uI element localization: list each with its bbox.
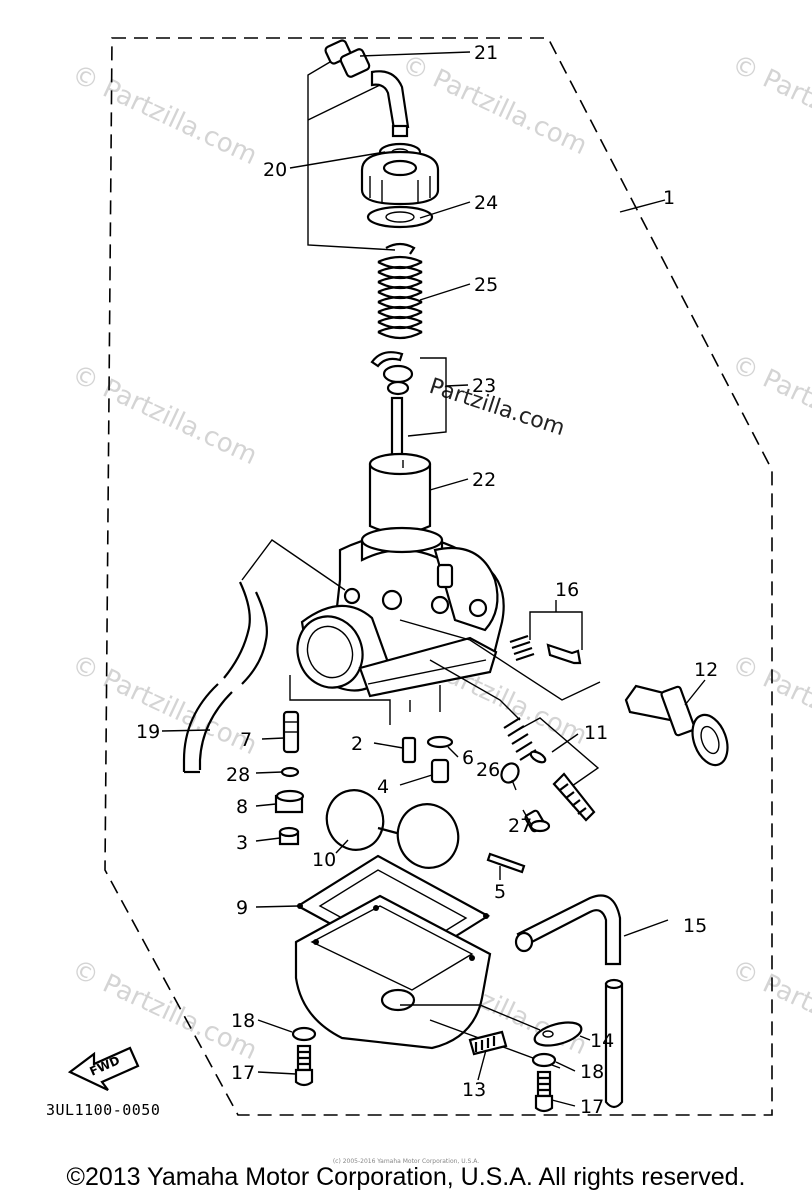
pilot-screw-16 [509, 600, 583, 665]
callout-10: 10 [312, 849, 336, 871]
callout-5: 5 [494, 881, 506, 903]
callout-1: 1 [663, 187, 675, 209]
watermark-text: © Partzilla.com [67, 59, 262, 171]
callout-2: 2 [351, 733, 363, 755]
watermark-text: © Partzilla.com [727, 349, 812, 461]
assembly-line [289, 675, 391, 725]
callout-12: 12 [694, 659, 718, 681]
throttle-cable-group [307, 39, 447, 462]
assembly-line [399, 619, 601, 701]
callout-11: 11 [584, 722, 608, 744]
assembly-line [241, 539, 346, 591]
callout-labels: 1 2 3 4 5 6 7 8 9 10 11 12 13 14 15 16 1… [136, 42, 718, 1118]
callout-25: 25 [474, 274, 498, 296]
throttle-slide [368, 452, 432, 535]
diagram-code: 3UL1100-0050 [46, 1101, 161, 1119]
float-10 [325, 789, 526, 874]
leader-1 [619, 199, 666, 213]
callout-14: 14 [590, 1030, 614, 1052]
copyright-footer: ©2013 Yamaha Motor Corporation, U.S.A. A… [66, 1163, 746, 1191]
float-bowl [294, 894, 492, 1050]
callout-18a: 18 [231, 1010, 255, 1032]
callout-16: 16 [555, 579, 579, 601]
callout-22: 22 [472, 469, 496, 491]
callout-13: 13 [462, 1079, 486, 1101]
callout-6: 6 [462, 747, 474, 769]
assembly-line [400, 1004, 541, 1031]
drain-hose-15 [514, 894, 669, 1109]
callout-17a: 17 [231, 1062, 255, 1084]
callout-19: 19 [136, 721, 160, 743]
hardware-13-14-17-18 [291, 1021, 583, 1113]
fine-print: (c) 2005-2016 Yamaha Motor Corporation, … [332, 1158, 480, 1165]
callout-28: 28 [226, 764, 250, 786]
callout-24: 24 [474, 192, 498, 214]
assembly-line [429, 659, 521, 721]
fwd-arrow-icon: FWD [67, 1046, 140, 1091]
callout-7: 7 [240, 729, 252, 751]
callout-23: 23 [472, 375, 496, 397]
center-watermark: Partzilla.com [426, 374, 568, 441]
callout-17b: 17 [580, 1096, 604, 1118]
callout-18b: 18 [580, 1061, 604, 1083]
callout-4: 4 [377, 776, 389, 798]
callout-27: 27 [508, 815, 532, 837]
watermark-text: © Partzilla.com [727, 49, 812, 161]
starter-plunger-12 [624, 679, 729, 767]
callout-3: 3 [236, 832, 248, 854]
overflow-hose-19 [182, 581, 268, 774]
carburetor-body [296, 526, 505, 698]
leader-lines [161, 51, 591, 1107]
watermark-text: © Partzilla.com [727, 954, 812, 1066]
watermark-text: © Partzilla.com [727, 649, 812, 761]
callout-21: 21 [474, 42, 498, 64]
callout-20: 20 [263, 159, 287, 181]
throttle-stop-screw-11 [500, 717, 600, 833]
jet-parts-left [274, 710, 454, 846]
callout-15: 15 [683, 915, 707, 937]
callout-26: 26 [476, 759, 500, 781]
watermark-text: © Partzilla.com [67, 359, 262, 471]
callout-8: 8 [236, 796, 248, 818]
callout-9: 9 [236, 897, 248, 919]
assembly-boundary [104, 37, 773, 1116]
